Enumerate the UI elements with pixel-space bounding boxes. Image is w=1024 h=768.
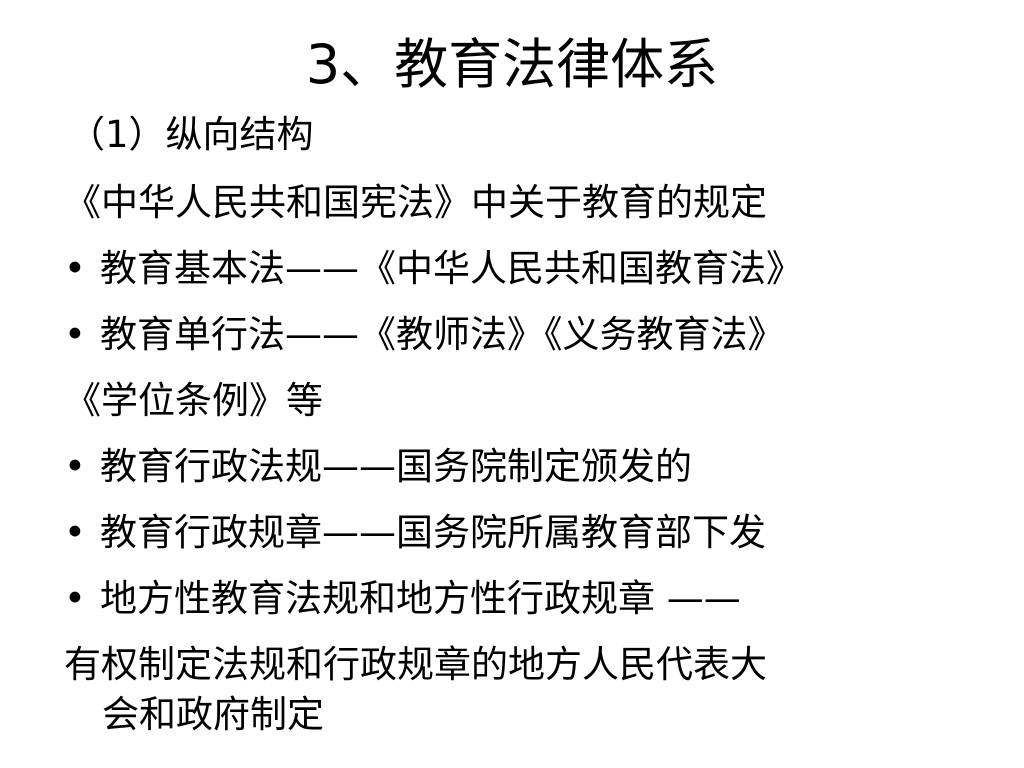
line-text: 有权制定法规和行政规章的地方人民代表大	[64, 643, 767, 686]
bullet-item-local-regulations: • 地方性教育法规和地方性行政规章 ——	[64, 576, 741, 622]
line-authorized-bodies-continued: 会和政府制定	[102, 692, 324, 738]
bullet-dot: •	[64, 247, 86, 290]
line-text: 教育行政法规——国务院制定颁发的	[100, 445, 692, 488]
bullet-dot: •	[64, 445, 86, 488]
line-text: 教育行政规章——国务院所属教育部下发	[100, 511, 766, 554]
line-text: 会和政府制定	[102, 693, 324, 736]
bullet-item-administrative-regulations: • 教育行政法规——国务院制定颁发的	[64, 444, 692, 490]
bullet-dot: •	[64, 577, 86, 620]
line-degree-regulations: 《学位条例》等	[64, 378, 323, 424]
slide-title: 3、教育法律体系	[305, 33, 719, 96]
line-text: 教育单行法——《教师法》《义务教育法》	[100, 313, 785, 356]
line-text: 教育基本法——《中华人民共和国教育法》	[100, 247, 803, 290]
line-text: 《中华人民共和国宪法》中关于教育的规定	[64, 181, 767, 224]
bullet-item-single-laws: • 教育单行法——《教师法》《义务教育法》	[64, 312, 785, 358]
line-text: 地方性教育法规和地方性行政规章 ——	[100, 577, 741, 620]
bullet-item-administrative-rules: • 教育行政规章——国务院所属教育部下发	[64, 510, 766, 556]
bullet-item-basic-law: • 教育基本法——《中华人民共和国教育法》	[64, 246, 803, 292]
subheading-vertical-structure: （1）纵向结构	[68, 112, 314, 158]
bullet-dot: •	[64, 313, 86, 356]
line-text: （1）纵向结构	[68, 113, 314, 156]
line-authorized-bodies: 有权制定法规和行政规章的地方人民代表大	[64, 642, 767, 688]
line-constitution: 《中华人民共和国宪法》中关于教育的规定	[64, 180, 767, 226]
line-text: 《学位条例》等	[64, 379, 323, 422]
bullet-dot: •	[64, 511, 86, 554]
